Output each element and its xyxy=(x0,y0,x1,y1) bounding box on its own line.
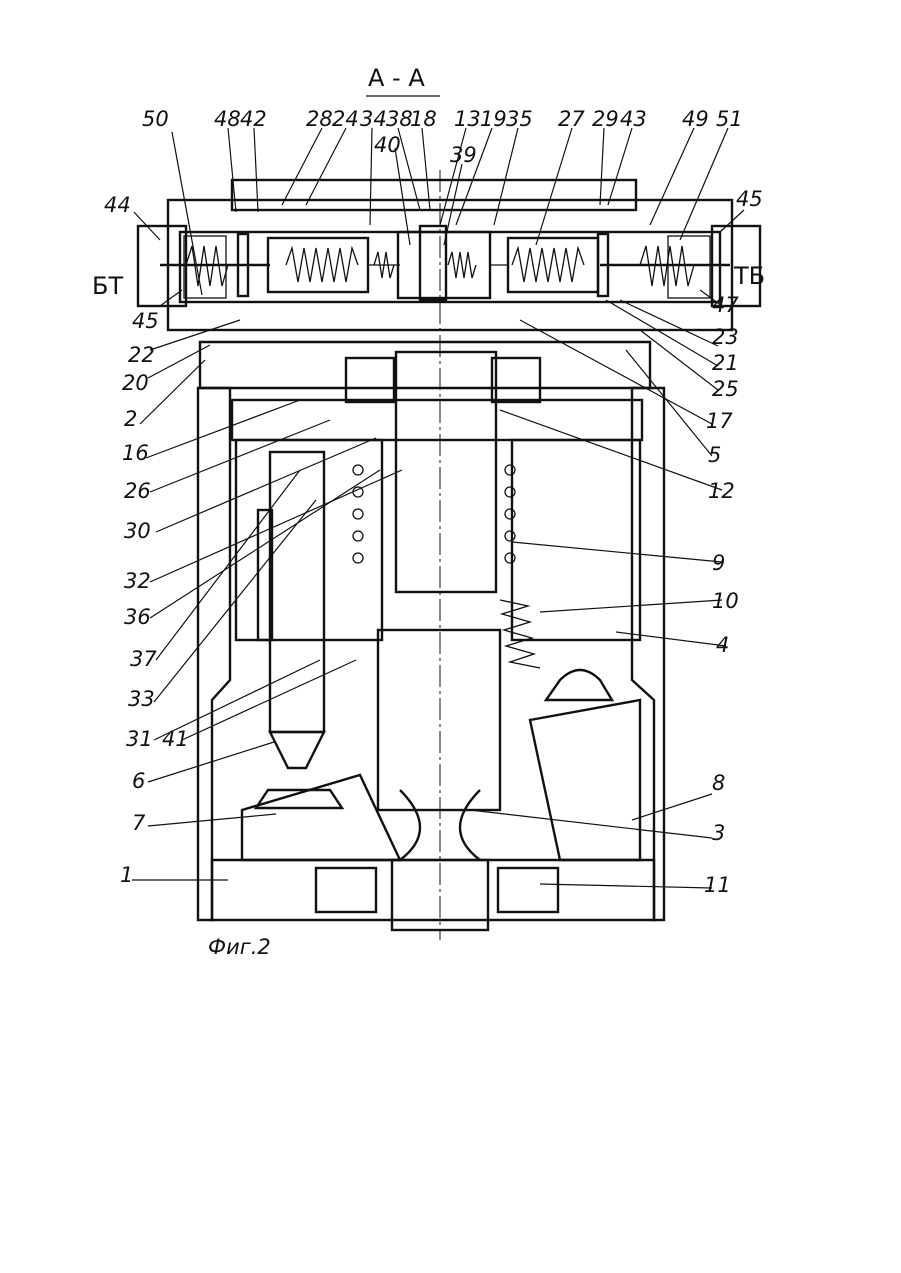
callout-29: 29 xyxy=(592,107,619,131)
callout-6: 6 xyxy=(132,769,145,793)
figure-caption: Фиг.2 xyxy=(208,935,271,959)
callout-13: 13 xyxy=(454,107,481,131)
callout-10: 10 xyxy=(712,589,739,613)
callout-37: 37 xyxy=(130,647,157,671)
callout-22: 22 xyxy=(128,343,155,367)
callout-38: 38 xyxy=(386,107,413,131)
callout-40: 40 xyxy=(374,133,401,157)
callout-4: 4 xyxy=(716,633,729,657)
callout-34: 34 xyxy=(360,107,387,131)
callout-18: 18 xyxy=(410,107,437,131)
callout-2: 2 xyxy=(124,407,137,431)
callout-21: 21 xyxy=(712,351,739,375)
callout-31: 31 xyxy=(126,727,153,751)
callout-20: 20 xyxy=(122,371,149,395)
callout-24: 24 xyxy=(332,107,359,131)
callout-27: 27 xyxy=(558,107,585,131)
callout-33: 33 xyxy=(128,687,155,711)
callout-25: 25 xyxy=(712,377,739,401)
callout-3: 3 xyxy=(712,821,725,845)
callout-23: 23 xyxy=(712,325,739,349)
callout-47: 47 xyxy=(712,293,739,317)
callout-26: 26 xyxy=(124,479,151,503)
callout-5: 5 xyxy=(708,443,721,467)
callout-45-right: 45 xyxy=(736,187,763,211)
section-title: А - А xyxy=(368,64,425,92)
scan-background xyxy=(108,58,780,958)
callout-1: 1 xyxy=(120,863,133,887)
left-side-label: БТ xyxy=(92,272,123,300)
callout-41: 41 xyxy=(162,727,189,751)
callout-32: 32 xyxy=(124,569,151,593)
right-side-label: ТБ xyxy=(733,262,765,290)
callout-28: 28 xyxy=(306,107,333,131)
callout-9: 9 xyxy=(712,551,725,575)
callout-36: 36 xyxy=(124,605,151,629)
callout-51: 51 xyxy=(716,107,743,131)
callout-11: 11 xyxy=(704,873,731,897)
callout-49: 49 xyxy=(682,107,709,131)
callout-8: 8 xyxy=(712,771,725,795)
callout-45-left: 45 xyxy=(132,309,159,333)
callout-43: 43 xyxy=(620,107,647,131)
callout-19: 19 xyxy=(480,107,507,131)
callout-17: 17 xyxy=(706,409,733,433)
callout-39: 39 xyxy=(450,143,477,167)
callout-48: 48 xyxy=(214,107,241,131)
callout-16: 16 xyxy=(122,441,149,465)
callout-12: 12 xyxy=(708,479,735,503)
callout-35: 35 xyxy=(506,107,533,131)
callout-7: 7 xyxy=(132,811,146,835)
callout-50: 50 xyxy=(142,107,169,131)
callout-30: 30 xyxy=(124,519,151,543)
callout-44: 44 xyxy=(104,193,131,217)
callout-42: 42 xyxy=(240,107,267,131)
